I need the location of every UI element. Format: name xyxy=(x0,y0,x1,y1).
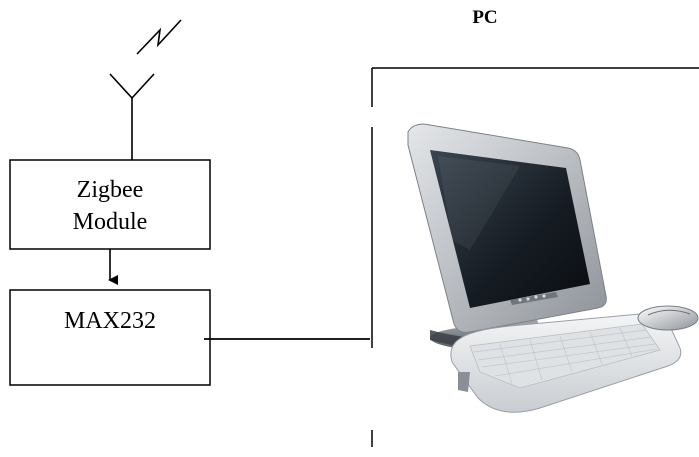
max232-box xyxy=(9,289,211,386)
zigbee-label-line2: Module xyxy=(72,209,148,235)
desktop-computer-icon xyxy=(407,123,699,413)
zigbee-module-label: Zigbee Module xyxy=(10,174,210,238)
zigbee-label-line1: Zigbee xyxy=(76,177,144,203)
antenna-icon xyxy=(109,73,155,160)
pc-frame xyxy=(371,67,699,447)
max232-label: MAX232 xyxy=(63,308,156,334)
pc-label: PC xyxy=(472,7,498,28)
wireless-signal-icon xyxy=(136,19,182,55)
